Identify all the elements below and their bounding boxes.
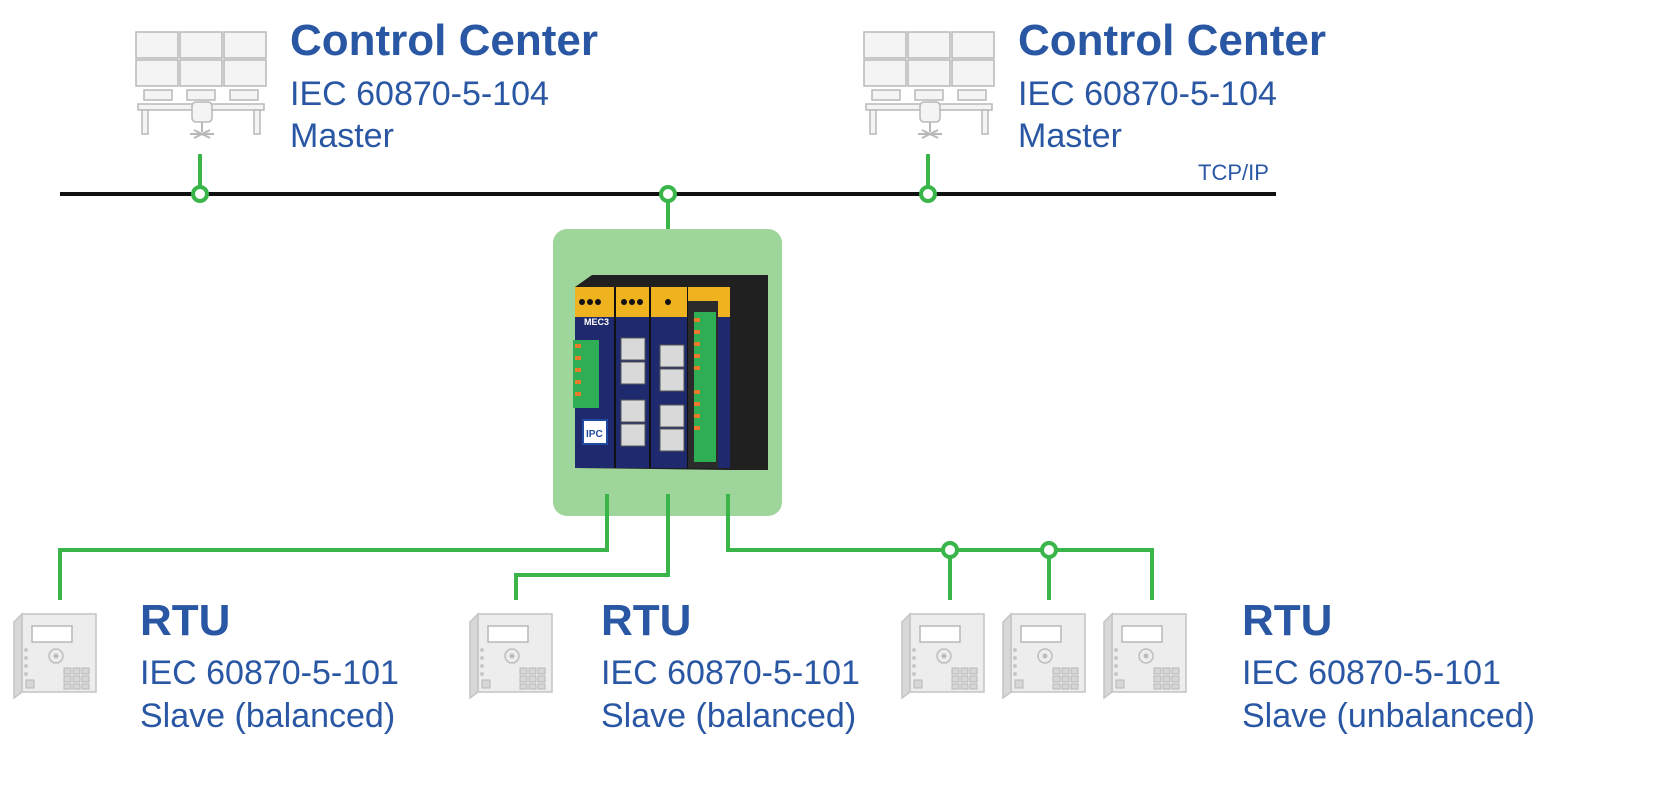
bus-node-3: [919, 185, 937, 203]
rtu-2-protocol: IEC 60870-5-101: [601, 654, 860, 692]
protection-relay-icon: [901, 613, 985, 699]
network-label: TCP/IP: [1198, 160, 1269, 185]
rtu-2-title: RTU: [601, 596, 692, 645]
rtu-1-protocol: IEC 60870-5-101: [140, 654, 399, 692]
control-center-2-role: Master: [1018, 117, 1122, 155]
rtu-3-bus: [726, 494, 1154, 600]
rtu-2-role: Slave (balanced): [601, 697, 857, 735]
serial-node-2: [1040, 541, 1058, 559]
gateway-device-icon: MEC3 IPC: [573, 275, 768, 470]
rtu-3-role: Slave (unbalanced): [1242, 697, 1535, 735]
control-center-1-protocol: IEC 60870-5-104: [290, 75, 549, 113]
rtu-3-protocol: IEC 60870-5-101: [1242, 654, 1501, 692]
operator-desk-icon: [863, 31, 995, 139]
rtu-1-role: Slave (balanced): [140, 697, 396, 735]
control-center-1-role: Master: [290, 117, 394, 155]
rtu-2-link: [514, 494, 670, 600]
operator-desk-icon: [135, 31, 267, 139]
serial-node-1: [941, 541, 959, 559]
protection-relay-icon: [1103, 613, 1187, 699]
control-center-2-title: Control Center: [1018, 16, 1326, 65]
protection-relay-icon: [13, 613, 97, 699]
control-center-1-title: Control Center: [290, 16, 598, 65]
rtu-3-title: RTU: [1242, 596, 1333, 645]
rtu-1-title: RTU: [140, 596, 231, 645]
control-center-2-protocol: IEC 60870-5-104: [1018, 75, 1277, 113]
gateway-brand-label: IPC: [586, 429, 603, 440]
protection-relay-icon: [469, 613, 553, 699]
protection-relay-icon: [1002, 613, 1086, 699]
rtu-1-link: [58, 494, 609, 600]
bus-node-2: [659, 185, 677, 203]
bus-node-1: [191, 185, 209, 203]
gateway-model-label: MEC3: [584, 317, 609, 327]
